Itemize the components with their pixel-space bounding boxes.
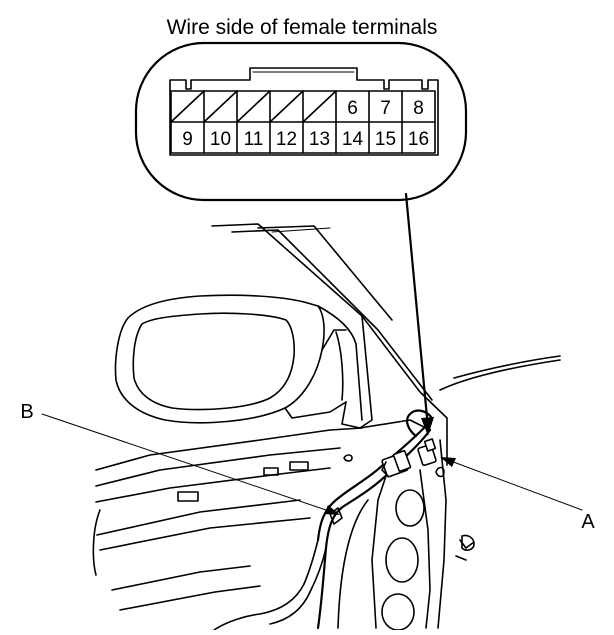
callout-a-leader (440, 457, 583, 511)
connector-housing (169, 67, 439, 156)
callout-a-label: A (581, 511, 595, 533)
terminal-label: 15 (375, 129, 396, 150)
terminal-label: 10 (210, 129, 231, 150)
terminal-label: 6 (347, 98, 358, 119)
window-frame (211, 223, 448, 466)
terminal-label: 9 (182, 129, 193, 150)
door-panel (92, 355, 561, 629)
blank-cavity-marks (170, 90, 337, 123)
terminal-label: 14 (342, 129, 364, 150)
terminal-label: 16 (408, 129, 429, 150)
terminal-label: 7 (380, 98, 391, 119)
leader-arrow-zoom (404, 192, 434, 436)
terminal-label: 12 (276, 129, 297, 150)
terminal-label: 8 (413, 98, 424, 119)
connector-b (329, 449, 412, 525)
connector-face: 6 7 8 9 10 11 12 13 14 15 16 (169, 67, 439, 156)
terminal-label: 11 (244, 129, 264, 150)
terminal-label: 13 (309, 129, 330, 150)
connector-a (417, 438, 437, 467)
side-mirror (114, 294, 373, 429)
zoom-bubble (134, 41, 468, 202)
diagram-title: Wire side of female terminals (167, 16, 438, 39)
callout-b-label: B (20, 401, 33, 423)
callout-b-leader (41, 413, 340, 515)
